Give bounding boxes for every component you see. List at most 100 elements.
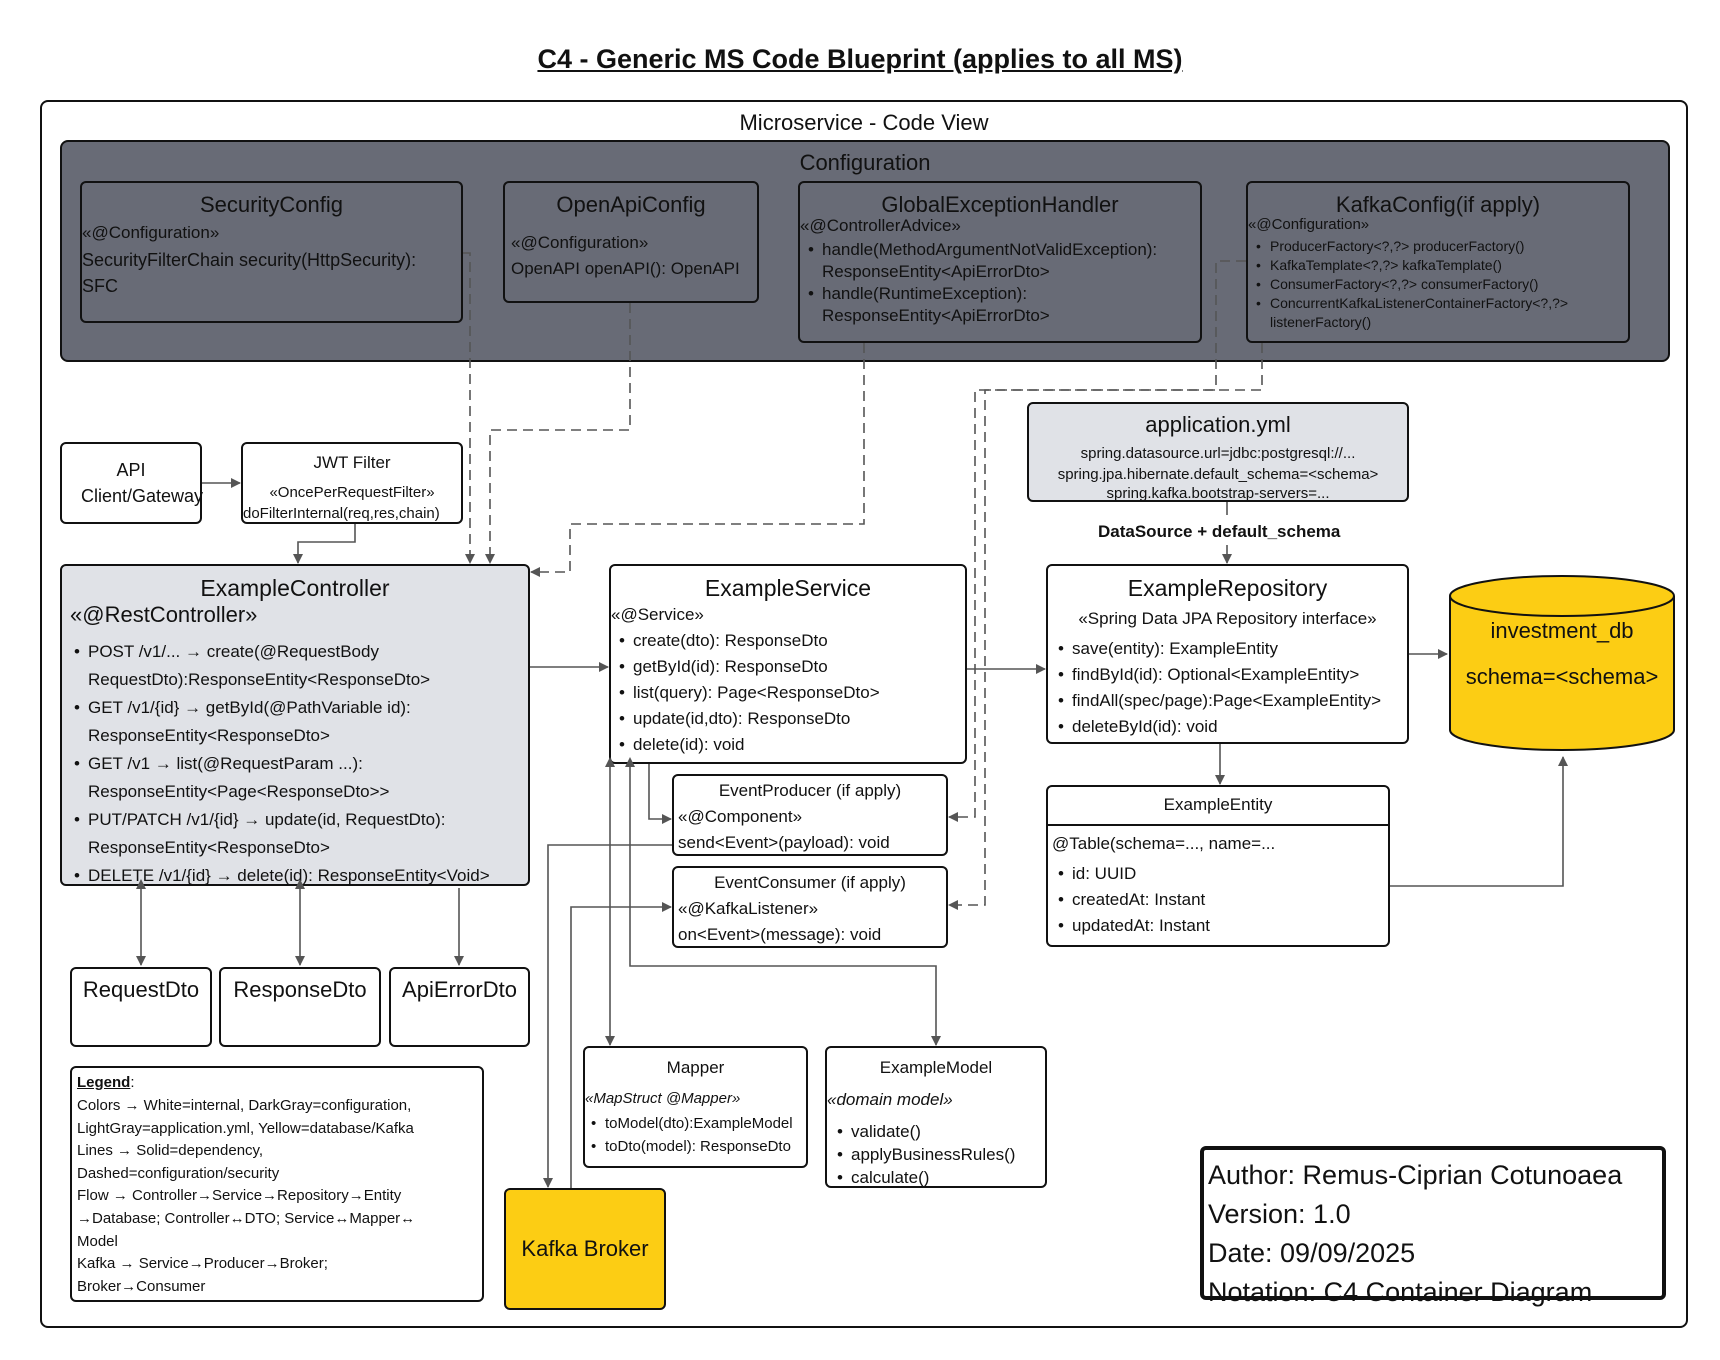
openapi-to-controller-line: [485, 303, 631, 564]
controller-endpoints: POST /v1/... → create(@RequestBodyReques…: [72, 638, 528, 890]
legend-line: Kafka → Service→Producer→Broker;: [77, 1255, 328, 1273]
repository-method: findAll(spec/page):Page<ExampleEntity>: [1056, 688, 1408, 714]
example-repository-stereotype: «Spring Data JPA Repository interface»: [1078, 609, 1377, 628]
jwt-filter-title: JWT Filter: [313, 453, 391, 472]
openapi-config-stereotype: «@Configuration»: [511, 233, 649, 252]
entity-to-database-line: [1390, 756, 1568, 887]
entity-field: updatedAt: Instant: [1056, 913, 1386, 939]
investment-db-cylinder: investment_db schema=<schema>: [1448, 574, 1676, 754]
repository-method: deleteById(id): void: [1056, 714, 1408, 740]
database-name: investment_db: [1490, 618, 1634, 643]
legend-line: Lines → Solid=dependency,: [77, 1142, 264, 1160]
example-model-title: ExampleModel: [879, 1058, 993, 1077]
repository-method: save(entity): ExampleEntity: [1056, 636, 1408, 662]
endpoint-item: GET /v1 → list(@RequestParam ...):Respon…: [72, 750, 528, 806]
kafka-bean: ConsumerFactory<?,?> consumerFactory(): [1254, 275, 1630, 294]
service-method: create(dto): ResponseDto: [617, 628, 963, 654]
openapi-config-title: OpenApiConfig: [556, 192, 706, 217]
response-dto-box: ResponseDto: [219, 967, 381, 1047]
author-name: Author: Remus-Ciprian Cotunoaea: [1208, 1160, 1623, 1190]
mapper-method: toDto(model): ResponseDto: [589, 1135, 809, 1158]
exception-handler-to-controller-line: [530, 343, 865, 577]
global-exception-handler-stereotype: «@ControllerAdvice»: [800, 216, 961, 235]
kafka-config-methods: ProducerFactory<?,?> producerFactory() K…: [1254, 237, 1630, 332]
api-error-dto-label: ApiErrorDto: [402, 977, 517, 1002]
datasource-label: DataSource + default_schema: [1098, 522, 1341, 541]
security-config-method: SecurityFilterChain security(HttpSecurit…: [82, 250, 417, 296]
response-dto-label: ResponseDto: [233, 977, 367, 1002]
legend-line: Colors → White=internal, DarkGray=config…: [77, 1097, 412, 1114]
legend-line: Dashed=configuration/security: [77, 1164, 280, 1182]
example-model-box: ExampleModel «domain model» validate() a…: [825, 1046, 1047, 1189]
example-controller-stereotype: «@RestController»: [70, 602, 258, 627]
jwt-filter-stereotype: «OncePerRequestFilter»: [269, 484, 435, 501]
legend-line: →Database; Controller↔DTO; Service↔Mappe…: [77, 1209, 416, 1227]
mapper-stereotype: «MapStruct @Mapper»: [585, 1090, 741, 1107]
application-yml-line: spring.kafka.bootstrap-servers=...: [1106, 485, 1330, 502]
configuration-title: Configuration: [799, 150, 931, 175]
repository-methods: save(entity): ExampleEntity findById(id)…: [1056, 636, 1408, 740]
example-repository-title: ExampleRepository: [1127, 575, 1328, 601]
entity-fields: id: UUID createdAt: Instant updatedAt: I…: [1056, 861, 1386, 939]
database-schema: schema=<schema>: [1465, 664, 1659, 689]
global-exception-handler-box: GlobalExceptionHandler «@ControllerAdvic…: [798, 181, 1202, 343]
database-icon: [1449, 575, 1675, 751]
mapper-title: Mapper: [666, 1058, 725, 1077]
broker-to-consumer-line: [570, 902, 672, 1188]
jwt-filter-box: JWT Filter «OncePerRequestFilter» doFilt…: [241, 442, 463, 524]
jwt-to-controller-line: [293, 524, 356, 564]
security-config-stereotype: «@Configuration»: [82, 223, 220, 242]
api-error-dto-box: ApiErrorDto: [389, 967, 530, 1047]
application-yml-title: application.yml: [1145, 412, 1291, 437]
example-controller-title: ExampleController: [200, 575, 390, 601]
service-to-model-line: [625, 757, 941, 1046]
legend-line: Flow → Controller→Service→Repository→Ent…: [77, 1187, 402, 1205]
request-dto-label: RequestDto: [82, 977, 200, 1002]
mapper-method: toModel(dto):ExampleModel: [589, 1112, 809, 1135]
request-dto-box: RequestDto: [70, 967, 212, 1047]
entity-field: id: UUID: [1056, 861, 1386, 887]
openapi-config-box: OpenApiConfig «@Configuration» OpenAPI o…: [503, 181, 759, 303]
diagram-title: C4 - Generic MS Code Blueprint (applies …: [537, 44, 1183, 74]
kafka-config-branch-line: [948, 260, 1246, 910]
kafka-broker-box: Kafka Broker: [504, 1188, 666, 1310]
api-client-box: API Client/Gateway: [60, 442, 204, 524]
mapper-box: Mapper «MapStruct @Mapper» toModel(dto):…: [583, 1046, 808, 1168]
legend-box: Legend: Colors → White=internal, DarkGra…: [70, 1066, 484, 1302]
entity-field: createdAt: Instant: [1056, 887, 1386, 913]
model-method: applyBusinessRules(): [835, 1143, 1045, 1166]
model-method: validate(): [835, 1120, 1045, 1143]
application-yml-line: spring.datasource.url=jdbc:postgresql://…: [1080, 445, 1356, 462]
api-client-label: API Client/Gateway: [81, 460, 204, 506]
endpoint-item: GET /v1/{id} → getById(@PathVariable id)…: [72, 694, 528, 750]
kafka-broker-label: Kafka Broker: [521, 1236, 649, 1261]
legend-line: LightGray=application.yml, Yellow=databa…: [77, 1119, 414, 1137]
example-service-title: ExampleService: [704, 575, 872, 601]
legend-line: Model: [77, 1232, 118, 1250]
example-service-stereotype: «@Service»: [611, 605, 704, 624]
example-repository-box: ExampleRepository «Spring Data JPA Repos…: [1046, 564, 1409, 744]
mapper-methods: toModel(dto):ExampleModel toDto(model): …: [589, 1112, 809, 1158]
author-date: Date: 09/09/2025: [1208, 1238, 1416, 1268]
example-controller-box: ExampleController «@RestController» POST…: [60, 564, 530, 890]
service-method: update(id,dto): ResponseDto: [617, 706, 963, 732]
kafka-config-stereotype: «@Configuration»: [1248, 216, 1370, 233]
application-yml-line: spring.jpa.hibernate.default_schema=<sch…: [1057, 466, 1379, 483]
kafka-config-title: KafkaConfig(if apply): [1335, 192, 1541, 217]
security-to-controller-line: [463, 252, 475, 564]
service-to-producer-line: [648, 764, 672, 824]
global-exception-handler-title: GlobalExceptionHandler: [881, 192, 1119, 217]
example-entity-divider: [1046, 824, 1390, 826]
frame-title: Microservice - Code View: [739, 110, 989, 135]
example-service-box: ExampleService «@Service» create(dto): R…: [609, 564, 967, 764]
example-model-stereotype: «domain model»: [827, 1090, 953, 1109]
openapi-config-method: OpenAPI openAPI(): OpenAPI: [511, 259, 740, 278]
service-methods: create(dto): ResponseDto getById(id): Re…: [617, 628, 963, 758]
endpoint-item: DELETE /v1/{id} → delete(id): ResponseEn…: [72, 862, 528, 890]
security-config-title: SecurityConfig: [199, 192, 344, 217]
endpoint-item: POST /v1/... → create(@RequestBodyReques…: [72, 638, 528, 694]
model-method: calculate(): [835, 1166, 1045, 1189]
example-entity-box: ExampleEntity @Table(schema=..., name=..…: [1046, 785, 1390, 947]
legend-lines: Colors → White=internal, DarkGray=config…: [77, 1095, 481, 1298]
